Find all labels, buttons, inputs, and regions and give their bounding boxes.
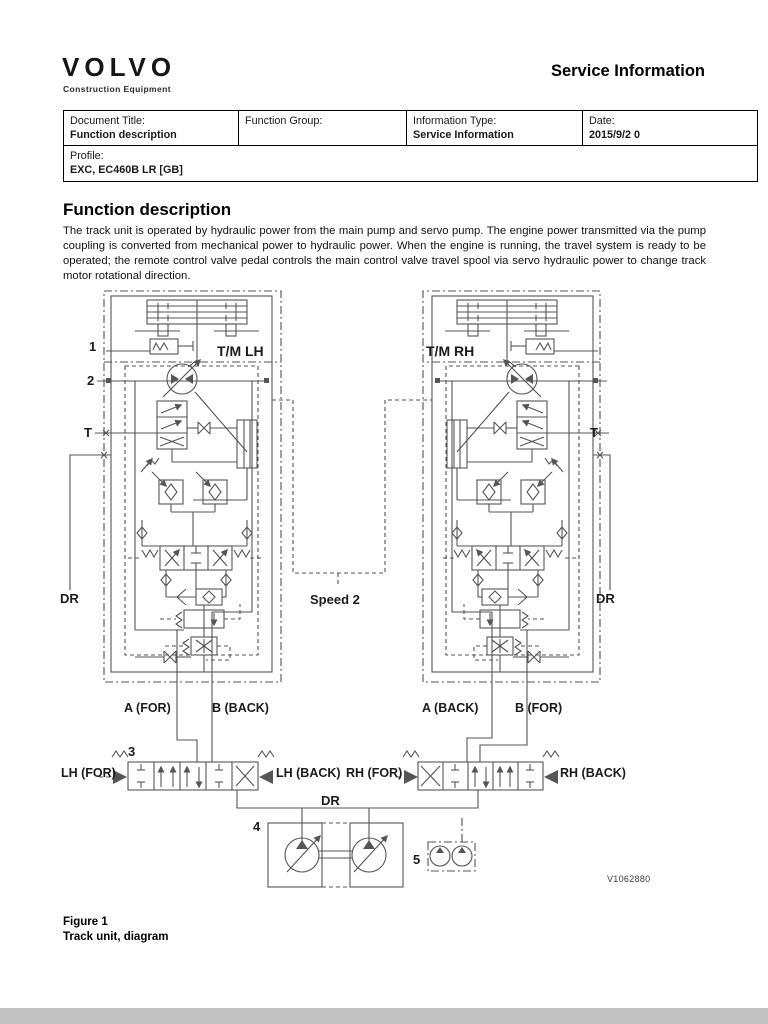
information-type-value: Service Information	[413, 129, 514, 142]
volvo-logo: VOLVO	[62, 52, 177, 82]
table-row: Document Title: Function description Fun…	[63, 110, 758, 146]
page-edge	[0, 1008, 768, 1024]
cell-document-title: Document Title: Function description	[63, 110, 239, 146]
table-row: Profile: EXC, EC460B LR [GB]	[63, 144, 758, 182]
information-type-label: Information Type:	[413, 115, 497, 127]
main-pump	[267, 822, 404, 888]
track-motor-assembly	[95, 290, 282, 683]
section-heading: Function description	[63, 200, 232, 219]
pilot-label-rh-for: RH (FOR)	[346, 766, 403, 780]
cell-information-type: Information Type: Service Information	[406, 110, 583, 146]
document-info-table: Document Title: Function description Fun…	[63, 110, 758, 182]
profile-value: EXC, EC460B LR [GB]	[70, 163, 183, 176]
document-title-label: Document Title:	[70, 115, 146, 127]
document-title-value: Function description	[70, 129, 177, 142]
page-title: Service Information	[550, 62, 705, 80]
port-label-dr-center: DR	[321, 793, 340, 808]
callout-4: 4	[253, 819, 261, 834]
figure-title: Track unit, diagram	[63, 931, 169, 943]
date-label: Date:	[589, 115, 615, 127]
section-body: The track unit is operated by hydraulic …	[63, 225, 706, 282]
callout-5: 5	[413, 852, 421, 867]
label-speed-2: Speed 2	[310, 592, 360, 607]
pilot-label-rh-back: RH (BACK)	[560, 766, 626, 780]
cell-profile: Profile: EXC, EC460B LR [GB]	[63, 144, 758, 182]
function-group-label: Function Group:	[245, 115, 323, 127]
port-label-t-right: T	[590, 425, 598, 440]
callout-1: 1	[89, 339, 97, 354]
port-label-dr-right: DR	[596, 591, 615, 606]
date-value: 2015/9/2 0	[589, 129, 641, 142]
cell-date: Date: 2015/9/2 0	[582, 110, 758, 146]
profile-label: Profile:	[70, 149, 104, 162]
callout-2: 2	[87, 373, 95, 388]
pilot-label-lh-for: LH (FOR)	[61, 766, 116, 780]
line-label-a-back: A (BACK)	[422, 701, 479, 715]
figure-number: Figure 1	[63, 916, 108, 928]
port-label-t-left: T	[84, 425, 92, 440]
line-label-b-for: B (FOR)	[515, 701, 563, 715]
port-label-dr-left: DR	[60, 591, 79, 606]
pilot-label-lh-back: LH (BACK)	[276, 766, 341, 780]
volvo-logo-subtitle: Construction Equipment	[63, 84, 171, 94]
control-valve-rh	[396, 750, 560, 791]
callout-3: 3	[128, 744, 136, 759]
figure-code: V1062880	[607, 874, 651, 884]
label-tm-rh: T/M RH	[426, 343, 475, 359]
servo-pump	[427, 815, 476, 872]
label-tm-lh: T/M LH	[217, 343, 264, 359]
line-label-a-for: A (FOR)	[124, 701, 171, 715]
control-valve-lh	[99, 750, 275, 791]
line-label-b-back: B (BACK)	[212, 701, 269, 715]
